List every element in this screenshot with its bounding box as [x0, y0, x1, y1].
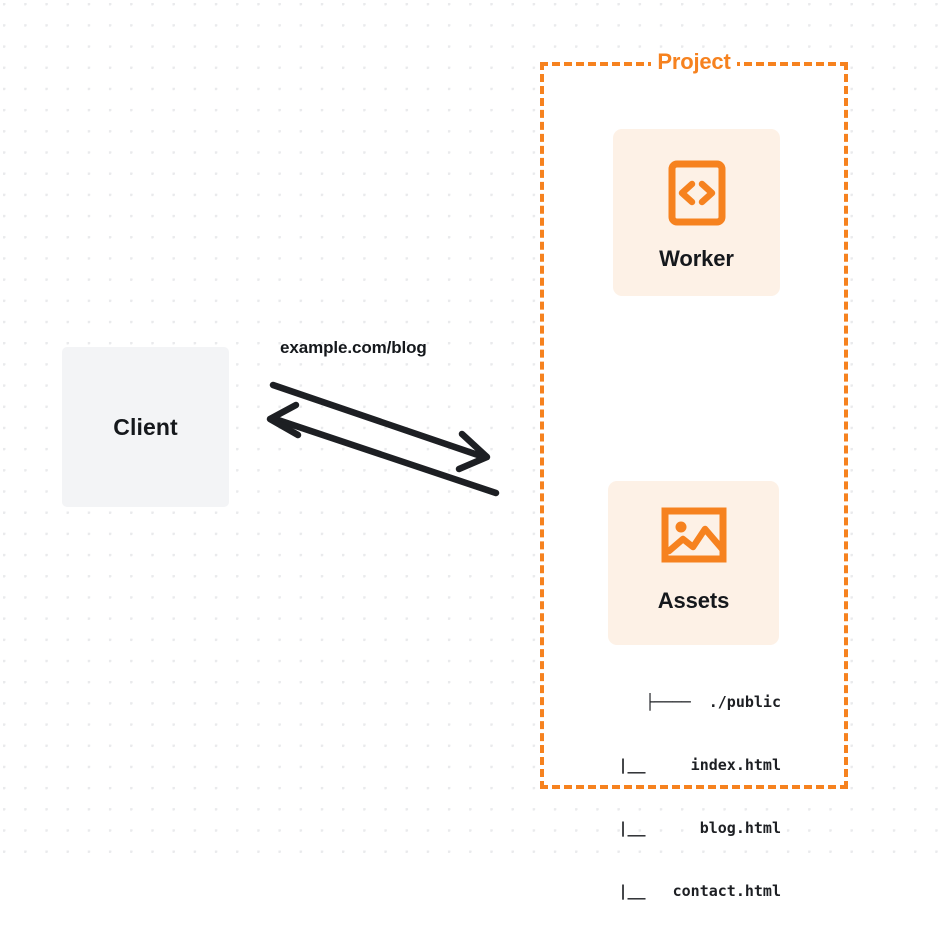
- assets-file-tree: ├──── ./public |__ index.html |__ blog.h…: [560, 650, 781, 944]
- assets-card[interactable]: Assets: [608, 481, 779, 645]
- client-label: Client: [113, 413, 178, 440]
- image-icon: [661, 506, 727, 564]
- file-tree-row: |__ blog.html: [618, 819, 781, 837]
- connection-label: example.com/blog: [280, 338, 427, 357]
- file-tree-row: |__ index.html: [618, 756, 781, 774]
- file-tree-row: |__ contact.html: [618, 882, 781, 900]
- project-title: Project: [540, 49, 848, 75]
- project-title-text: Project: [651, 49, 737, 74]
- response-arrow: [266, 401, 500, 497]
- diagram-canvas: Client example.com/blog Project Worker: [0, 0, 938, 900]
- code-brackets-icon: [668, 160, 726, 226]
- worker-label: Worker: [659, 246, 734, 271]
- worker-card[interactable]: Worker: [613, 129, 780, 296]
- file-tree-row: ├──── ./public: [645, 693, 781, 711]
- request-arrow: [269, 381, 491, 473]
- client-node[interactable]: Client: [62, 347, 229, 507]
- assets-label: Assets: [657, 588, 730, 613]
